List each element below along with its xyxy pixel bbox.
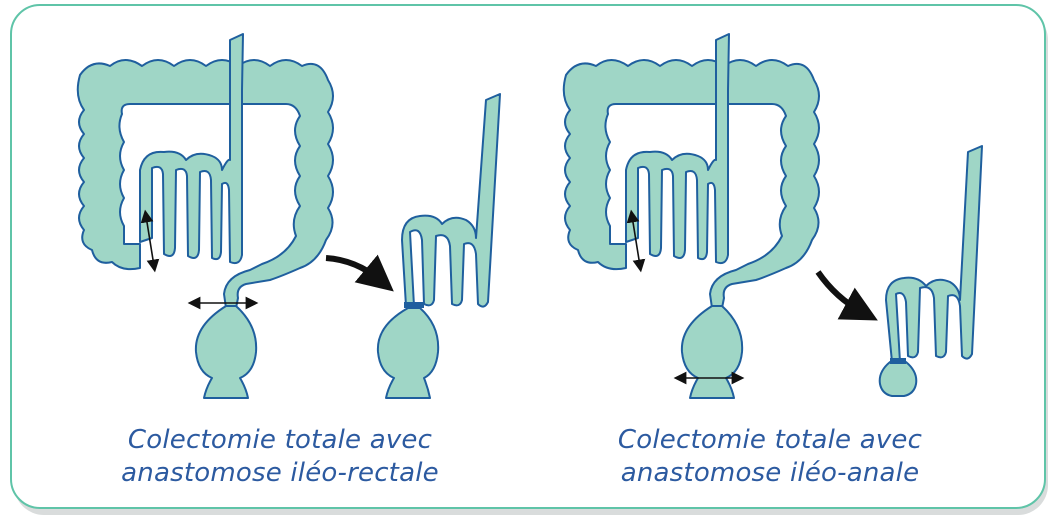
rectum-result-left <box>378 308 438 398</box>
anal-pouch-right <box>880 362 917 396</box>
result-arrow-right <box>818 272 862 312</box>
result-ileo-anal <box>880 146 982 396</box>
caption-left-line2: anastomose iléo-rectale <box>70 457 490 490</box>
colon-before-right <box>564 34 819 398</box>
rectum-right <box>682 306 742 398</box>
caption-right-line2: anastomose iléo-anale <box>560 457 980 490</box>
colon-frame-left <box>78 60 333 308</box>
rectum-left <box>196 306 256 398</box>
colon-before-left <box>78 34 333 398</box>
caption-left-line1: Colectomie totale avec <box>70 424 490 457</box>
result-ileo-rectal <box>378 94 500 398</box>
caption-right-line1: Colectomie totale avec <box>560 424 980 457</box>
caption-ileo-rectal: Colectomie totale avec anastomose iléo-r… <box>70 424 490 490</box>
colon-frame-right <box>564 60 819 308</box>
result-arrow-left <box>326 258 380 280</box>
ileum-loops-result-right <box>886 146 982 362</box>
ileum-loops-result-left <box>402 94 500 307</box>
caption-ileo-anal: Colectomie totale avec anastomose iléo-a… <box>560 424 980 490</box>
